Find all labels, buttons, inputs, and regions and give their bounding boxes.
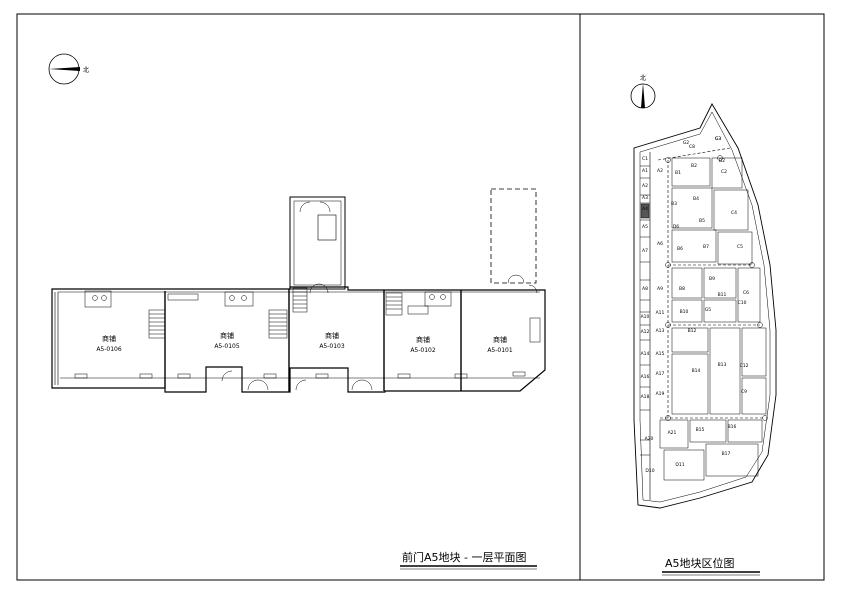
parcel-inner-b16: B16 (728, 424, 737, 430)
parcel-inner-c12: C12 (740, 363, 749, 369)
parcel-inner-b3: B3 (671, 201, 677, 207)
parcel-west-a15: A15 (656, 351, 665, 357)
parcel-inner-b12: B12 (688, 328, 697, 334)
parcel-inner-c5: C5 (737, 244, 743, 250)
location-title: A5地块区位图 (665, 556, 735, 570)
parcel-inner-b14: B14 (692, 368, 701, 374)
plan-title-block: 前门A5地块 - 一层平面图 (400, 550, 537, 570)
parcel-west-a18: A18 (641, 394, 650, 400)
parcel-inner-d6: D6 (673, 224, 679, 230)
parcel-west-a14: A14 (641, 351, 650, 357)
parcel-west-d10: D10 (645, 468, 654, 474)
parcel-inner-g5: G5 (705, 307, 711, 313)
shop-code-0106: A5-0106 (96, 346, 122, 353)
parcel-inner-c10: C10 (738, 300, 747, 306)
north-arrow-map: 北 (630, 74, 656, 109)
parcel-inner-b15: B15 (696, 427, 705, 433)
parcel-inner-b11: B11 (718, 292, 727, 298)
parcel-inner-g2: G2 (683, 140, 689, 146)
parcel-west-a7: A7 (642, 248, 648, 254)
north-label-plan: 北 (83, 66, 89, 74)
parcel-inner-c2: C2 (721, 169, 727, 175)
parcel-west-a10: A10 (641, 314, 650, 320)
parcel-inner-c3: C3 (715, 136, 721, 142)
parcel-inner-c8: C8 (689, 144, 695, 150)
parcel-west-a21: A21 (668, 430, 677, 436)
parcel-inner-b5: B5 (699, 218, 705, 224)
location-title-block: A5地块区位图 (662, 556, 760, 576)
floor-plan (51, 188, 546, 393)
parcel-inner-b4: B4 (693, 196, 699, 202)
parcel-inner-b13: B13 (718, 362, 727, 368)
parcel-inner-g3: G3 (715, 136, 721, 142)
parcel-west-c1: C1 (642, 156, 648, 162)
shop-name-0103: 商铺 (325, 331, 339, 340)
parcel-west-a19: A19 (656, 391, 665, 397)
location-map (633, 103, 777, 509)
parcel-inner-c9: C9 (741, 389, 747, 395)
parcel-west-a4: A4 (642, 206, 648, 212)
parcel-inner-b10: B10 (680, 309, 689, 315)
parcel-west-a9: A9 (657, 286, 663, 292)
north-label-map: 北 (640, 74, 646, 82)
sheet-border (16, 13, 825, 581)
parcel-inner-b2: B2 (691, 163, 697, 169)
parcel-inner-b17: B17 (722, 451, 731, 457)
shop-name-0102: 商铺 (416, 335, 430, 344)
parcel-west-a17: A17 (656, 371, 665, 377)
shop-name-0105: 商铺 (220, 331, 234, 340)
parcel-west-d11: D11 (675, 462, 684, 468)
parcel-west-a12: A12 (641, 329, 650, 335)
parcel-west-a20: A20 (645, 436, 654, 442)
parcel-inner-b8: B8 (679, 286, 685, 292)
shop-code-0102: A5-0102 (410, 347, 436, 354)
parcel-west-a8: A8 (642, 286, 648, 292)
parcel-west-a6: A6 (657, 241, 663, 247)
parcel-inner-b7: B7 (703, 244, 709, 250)
parcel-west-a16: A16 (641, 374, 650, 380)
plan-title: 前门A5地块 - 一层平面图 (402, 550, 527, 564)
parcel-west-a2: A2 (642, 183, 648, 189)
parcel-west-a1: A1 (642, 168, 648, 174)
parcel-west-a5: A5 (642, 224, 648, 230)
parcel-inner-b9: B9 (709, 276, 715, 282)
parcel-west-a3: A3 (642, 195, 648, 201)
parcel-inner-a2: A2 (657, 168, 663, 174)
parcel-west-a13: A13 (656, 328, 665, 334)
parcel-inner-c6: C6 (743, 290, 749, 296)
parcel-inner-b6: B6 (677, 246, 683, 252)
parcel-inner-d2: D2 (719, 158, 725, 164)
north-arrow-plan: 北 (48, 53, 89, 85)
shop-code-0105: A5-0105 (214, 343, 240, 350)
shop-name-0101: 商铺 (493, 335, 507, 344)
shop-name-0106: 商铺 (102, 334, 116, 343)
shop-labels: 商铺 A5-0106 商铺 A5-0105 商铺 A5-0103 商铺 A5-0… (96, 331, 513, 354)
shop-code-0103: A5-0103 (319, 343, 345, 350)
shop-code-0101: A5-0101 (487, 347, 513, 354)
parcel-west-a11: A11 (656, 310, 665, 316)
parcel-inner-b1: B1 (675, 170, 681, 176)
parcel-inner-c4: C4 (731, 210, 737, 216)
